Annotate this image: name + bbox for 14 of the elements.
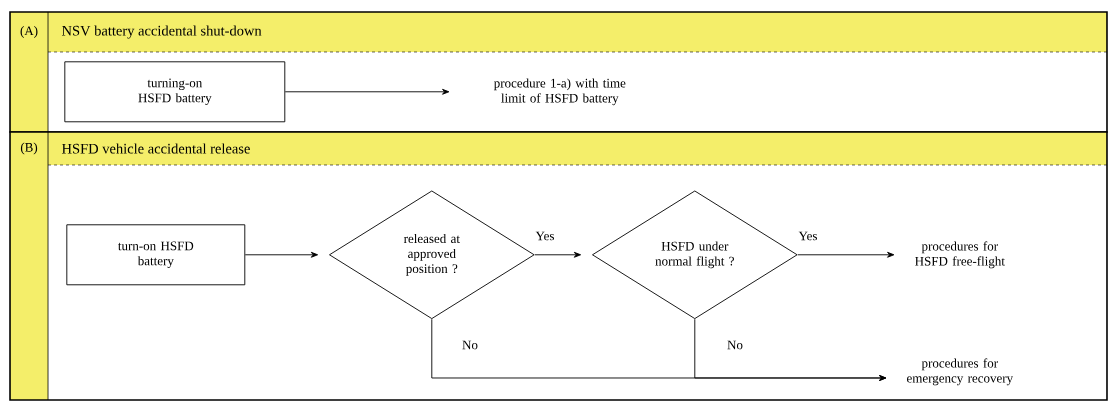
outcome-text: procedures for HSFD free-flight [915, 241, 1005, 269]
arrow [797, 251, 895, 258]
edge-label: Yes [797, 230, 819, 242]
outcome-text: procedures for emergency recovery [907, 358, 1014, 386]
arrow [694, 318, 887, 381]
outcome-text: procedure 1-a) with time limit of HSFD battery [493, 78, 626, 106]
process-box: turn-on HSFD battery [66, 224, 246, 286]
edge-label: Yes [534, 230, 556, 242]
edge-label: No [461, 339, 479, 351]
edge-label: No [726, 339, 744, 351]
process-box: turning-on HSFD battery [64, 61, 286, 123]
arrow [534, 251, 582, 258]
arrow [244, 251, 319, 258]
arrow [284, 88, 450, 95]
